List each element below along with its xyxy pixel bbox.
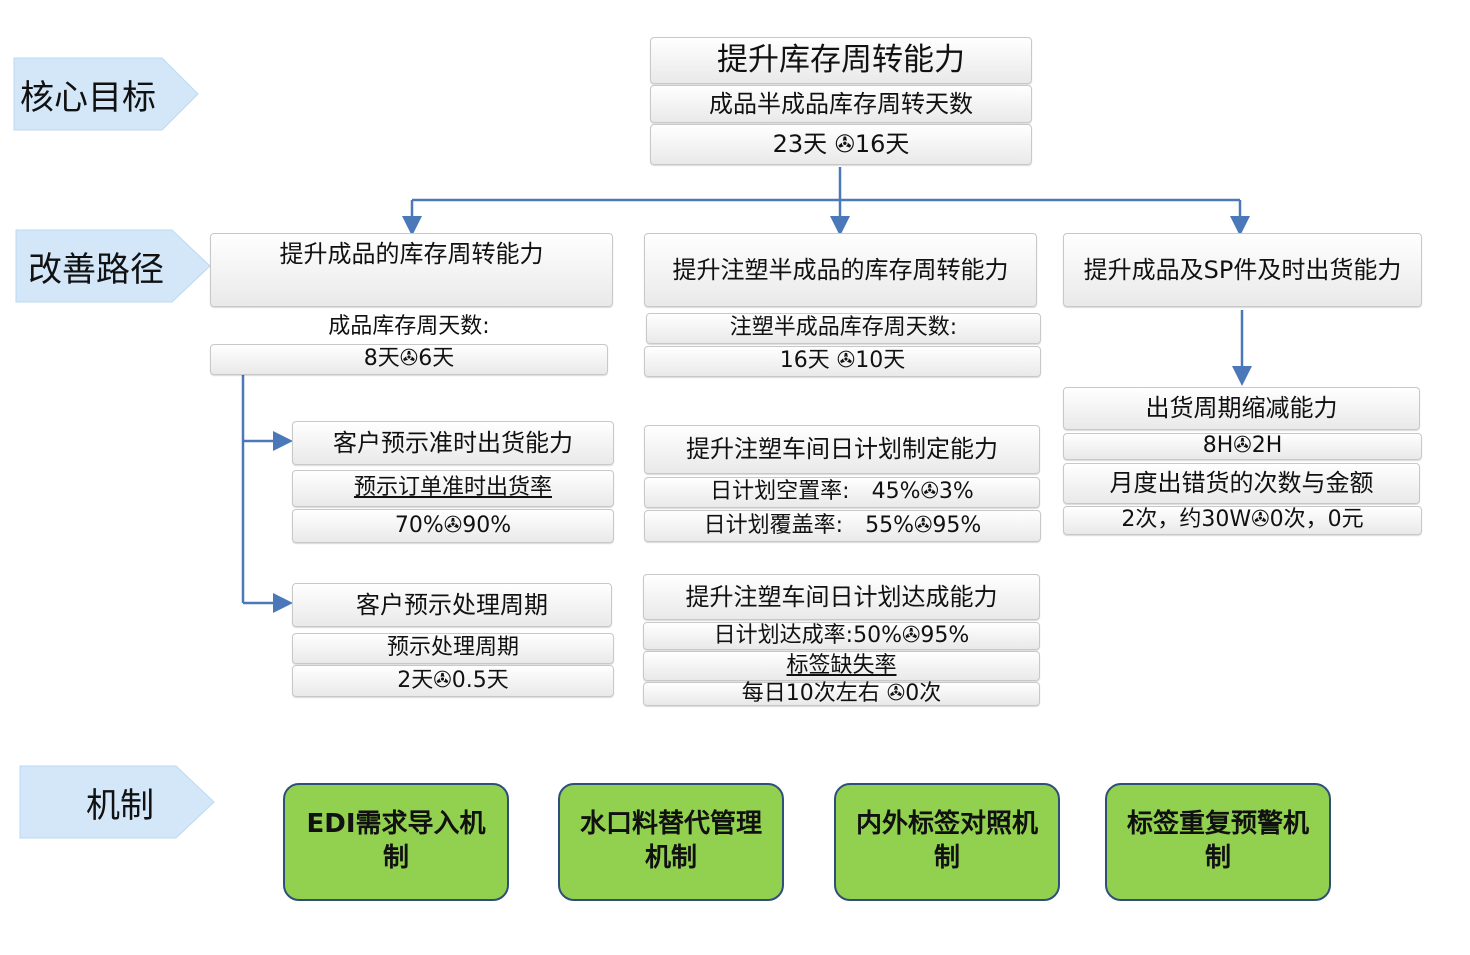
col3-value2: 2次，约30W✇0次，0元 (1063, 506, 1422, 535)
mechanism-edi: EDI需求导入机制 (283, 783, 509, 901)
label-goal: 核心目标 (12, 56, 199, 132)
col1-sub2-title: 客户预示处理周期 (292, 583, 612, 627)
col2-sub2-title: 提升注塑车间日计划达成能力 (643, 574, 1040, 620)
col3-sub-title: 出货周期缩减能力 (1063, 387, 1420, 430)
col1-sub2-value: 2天✇0.5天 (292, 665, 614, 697)
col2-sub1-metric2: 日计划覆盖率: 55%✇95% (644, 510, 1041, 542)
col1-sub2-metric: 预示处理周期 (292, 633, 614, 664)
top-goal-metric: 成品半成品库存周转天数 (650, 85, 1032, 123)
label-path-text: 改善路径 (28, 249, 164, 290)
label-mech-text: 机制 (86, 785, 154, 826)
top-goal-title: 提升库存周转能力 (650, 37, 1032, 84)
col2-value: 16天 ✇10天 (644, 346, 1041, 377)
col2-sub2-metric1: 日计划达成率:50%✇95% (643, 622, 1040, 650)
col2-sub2-metric2: 标签缺失率 (643, 651, 1040, 681)
col2-sub1-metric1: 日计划空置率: 45%✇3% (644, 477, 1040, 508)
col1-sub1-title: 客户预示准时出货能力 (292, 421, 614, 465)
col3-value: 8H✇2H (1063, 433, 1422, 460)
col2-metric: 注塑半成品库存周天数: (646, 313, 1041, 344)
col1-sub1-metric: 预示订单准时出货率 (292, 470, 614, 507)
mechanism-label-matching: 内外标签对照机制 (834, 783, 1060, 901)
col2-title: 提升注塑半成品的库存周转能力 (644, 233, 1037, 307)
col2-sub1-title: 提升注塑车间日计划制定能力 (644, 425, 1040, 474)
col1-value: 8天✇6天 (210, 344, 608, 375)
col2-sub2-metric3: 每日10次左右 ✇0次 (643, 681, 1040, 706)
label-mech: 机制 (18, 764, 215, 840)
col3-metric2: 月度出错货的次数与金额 (1063, 463, 1420, 504)
label-goal-text: 核心目标 (20, 77, 156, 118)
top-goal-value: 23天 ✇16天 (650, 124, 1032, 165)
mechanism-runner-material: 水口料替代管理机制 (558, 783, 784, 901)
col1-title: 提升成品的库存周转能力 (210, 233, 613, 307)
col3-title: 提升成品及SP件及时出货能力 (1063, 233, 1422, 307)
label-path: 改善路径 (14, 228, 211, 304)
col1-metric: 成品库存周天数: (210, 312, 608, 342)
mechanism-label-duplicate-warning: 标签重复预警机制 (1105, 783, 1331, 901)
col1-sub1-value: 70%✇90% (292, 509, 614, 543)
